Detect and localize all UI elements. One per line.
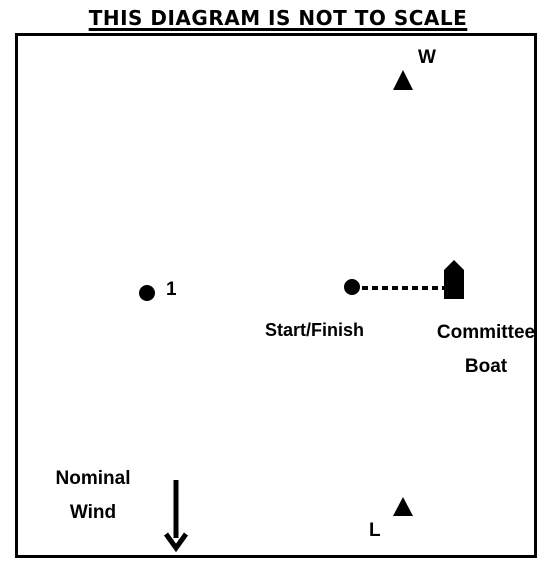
committee-boat-label-line-2: Boat (464, 355, 508, 377)
start-pin-dot (344, 279, 360, 295)
committee-boat-label: Committee Boat (425, 321, 547, 379)
nominal-wind-label-line-1: Nominal (55, 468, 131, 489)
diagram-title: THIS DIAGRAM IS NOT TO SCALE (88, 6, 468, 30)
mark-one-label: 1 (166, 279, 177, 300)
course-area-frame (15, 33, 537, 558)
windward-mark-label: W (418, 47, 436, 68)
mark-one-dot (139, 285, 155, 301)
nominal-wind-label-line-2: Wind (69, 501, 117, 523)
committee-boat-label-line-1: Committee (436, 322, 536, 343)
leeward-mark-label: L (369, 520, 381, 541)
nominal-wind-label: Nominal Wind (38, 467, 148, 525)
leeward-mark-triangle (393, 497, 413, 516)
windward-mark-triangle (393, 70, 413, 90)
wind-arrow-head (163, 532, 189, 553)
committee-boat-shape (444, 260, 464, 299)
start-finish-label: Start/Finish (265, 320, 365, 340)
